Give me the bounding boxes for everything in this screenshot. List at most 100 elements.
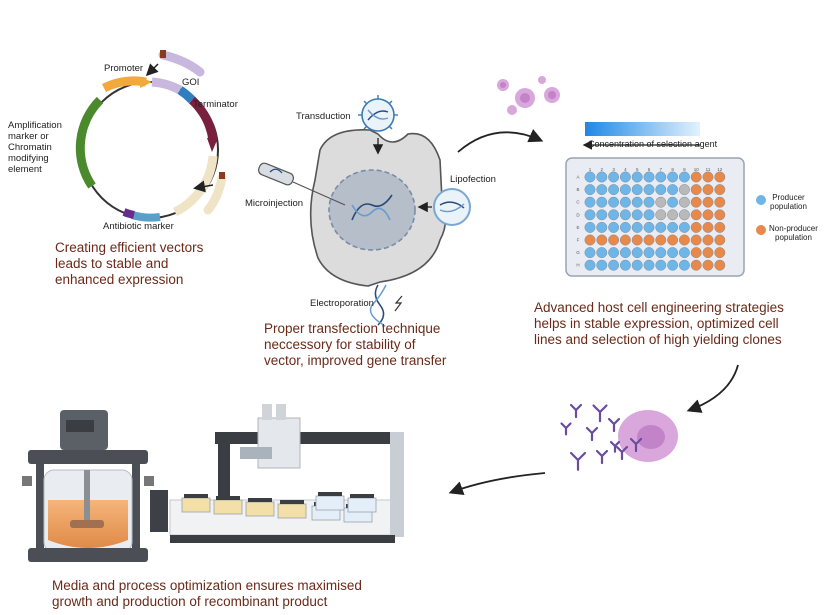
antibody-icon — [592, 404, 608, 423]
label-amplification-line: element — [8, 164, 42, 175]
well — [714, 234, 726, 246]
label-amplification-line: Amplification — [8, 120, 62, 131]
label-terminator: Terminator — [193, 99, 238, 110]
well — [714, 221, 726, 233]
antibody-icon — [629, 437, 643, 453]
well — [596, 234, 608, 246]
legend-line: population — [770, 202, 807, 211]
tip-rack — [216, 496, 240, 500]
producer-cell-with-antibodies — [560, 403, 678, 471]
dna-helix-nucleus — [351, 194, 393, 221]
column-label: 6 — [648, 167, 651, 172]
deck-plate — [347, 497, 377, 513]
caption-line: Media and process optimization ensures m… — [52, 578, 362, 593]
antibody-icon — [560, 422, 572, 436]
column-label: 8 — [671, 167, 674, 172]
legend-producer-dot — [756, 195, 766, 205]
well — [702, 221, 714, 233]
row-label: F — [577, 238, 580, 243]
well — [643, 259, 655, 271]
well — [619, 209, 631, 221]
label-microinjection: Microinjection — [245, 198, 304, 209]
well — [631, 196, 643, 208]
well — [714, 171, 726, 183]
deck-plate — [277, 503, 307, 519]
well — [667, 209, 679, 221]
well — [714, 196, 726, 208]
label-amplification: Amplification marker or Chromatin modify… — [8, 120, 62, 175]
well — [702, 196, 714, 208]
well — [584, 259, 596, 271]
amplification-segment — [75, 96, 104, 189]
well — [608, 247, 620, 259]
well — [678, 171, 690, 183]
well — [631, 259, 643, 271]
well — [690, 209, 702, 221]
caption-selection: Advanced host cell engineering strategie… — [534, 300, 784, 348]
row-label: A — [576, 175, 579, 180]
well — [714, 259, 726, 271]
well — [714, 209, 726, 221]
well — [596, 171, 608, 183]
goi-insert-fragment — [158, 50, 205, 77]
well — [643, 171, 655, 183]
antibody-icon — [609, 440, 621, 453]
well — [596, 184, 608, 196]
well — [667, 184, 679, 196]
well — [678, 209, 690, 221]
well — [631, 221, 643, 233]
deck-plate — [213, 499, 243, 515]
well — [655, 247, 667, 259]
well — [619, 234, 631, 246]
row-label: H — [576, 263, 579, 268]
well — [667, 259, 679, 271]
well — [667, 221, 679, 233]
well — [619, 247, 631, 259]
well — [690, 259, 702, 271]
well — [619, 184, 631, 196]
well — [643, 234, 655, 246]
well — [643, 209, 655, 221]
antibody-icon — [595, 449, 609, 465]
well — [667, 171, 679, 183]
well — [584, 184, 596, 196]
well — [631, 184, 643, 196]
column-label: 9 — [683, 167, 686, 172]
caption-line: Creating efficient vectors — [55, 240, 204, 255]
label-antibiotic-marker: Antibiotic marker — [103, 221, 174, 232]
well — [690, 247, 702, 259]
well — [584, 209, 596, 221]
tip-rack — [350, 494, 374, 498]
well — [619, 221, 631, 233]
caption-line: lines and selection of high yielding clo… — [534, 332, 782, 347]
caption-line: growth and production of recombinant pro… — [52, 594, 328, 609]
tip-rack — [248, 498, 272, 502]
well — [714, 247, 726, 259]
transfection-cell — [257, 95, 471, 326]
well — [655, 234, 667, 246]
well — [631, 247, 643, 259]
terminator-segment — [177, 86, 196, 104]
well — [608, 171, 620, 183]
well — [619, 171, 631, 183]
well — [678, 259, 690, 271]
well — [631, 209, 643, 221]
antibody-icon — [569, 403, 583, 419]
liposome — [433, 188, 471, 226]
well — [690, 221, 702, 233]
well — [655, 259, 667, 271]
legend-producer: Producer population — [770, 193, 807, 211]
well — [608, 196, 620, 208]
label-electroporation: Electroporation — [310, 298, 374, 309]
well — [608, 234, 620, 246]
well-grid — [584, 171, 726, 271]
row-label: D — [576, 212, 580, 217]
floating-cells — [497, 76, 560, 115]
liquid-handler — [150, 404, 404, 543]
column-label: 4 — [624, 167, 627, 172]
column-label: 10 — [694, 167, 700, 172]
goi-segment — [151, 77, 183, 95]
tip-rack — [280, 500, 304, 504]
